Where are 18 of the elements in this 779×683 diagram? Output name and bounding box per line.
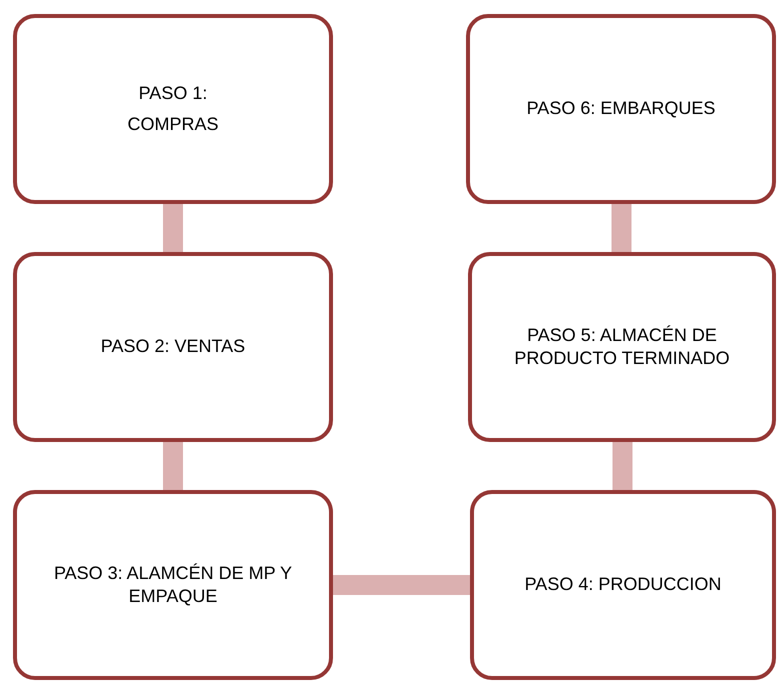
- step-label: COMPRAS: [127, 113, 218, 136]
- connector-bar: [163, 442, 183, 490]
- step-label: PASO 1:: [138, 82, 208, 105]
- connector-bar: [612, 442, 632, 490]
- step-label: PASO 6: EMBARQUES: [526, 97, 716, 120]
- step-label: PASO 5: ALMACÉN DE PRODUCTO TERMINADO: [513, 324, 731, 370]
- connector-bar: [163, 204, 183, 252]
- process-box: [466, 14, 776, 204]
- process-box: [13, 490, 333, 680]
- connector-bar: [333, 575, 470, 595]
- process-box: [470, 490, 776, 680]
- step-label: PASO 2: VENTAS: [100, 335, 246, 358]
- step-label: PASO 4: PRODUCCION: [524, 573, 722, 596]
- process-box: [13, 252, 333, 442]
- step-label: PASO 3: ALAMCÉN DE MP Y EMPAQUE: [52, 562, 294, 608]
- process-box: [468, 252, 776, 442]
- connector-bar: [612, 204, 632, 252]
- process-box: [13, 14, 333, 204]
